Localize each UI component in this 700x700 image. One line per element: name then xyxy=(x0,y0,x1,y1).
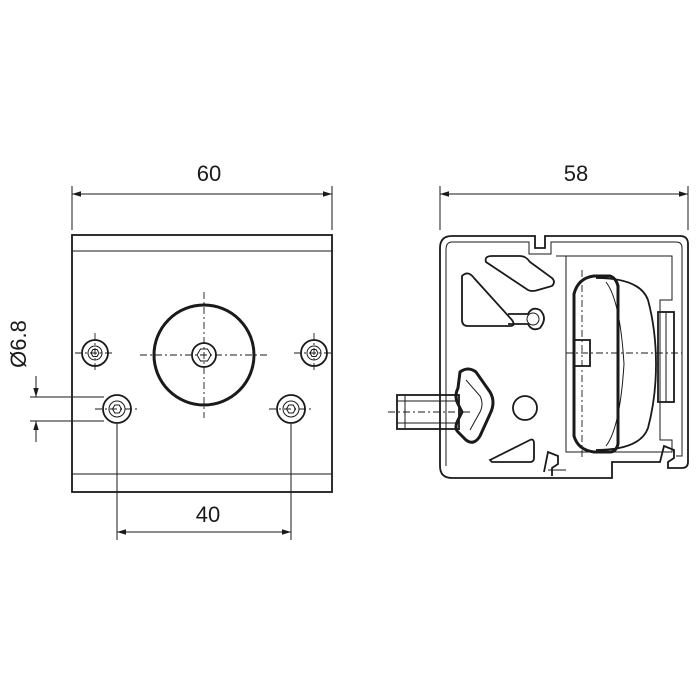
dimension-hole-diameter: Ø6.8 xyxy=(6,320,104,442)
hole-spacing-label: 40 xyxy=(196,502,220,527)
side-view: 58 xyxy=(388,161,689,479)
clamp-nut-inner xyxy=(465,379,483,431)
dimension-side-width: 58 xyxy=(439,161,689,230)
side-profile-outline xyxy=(439,235,689,479)
top-slot-pocket xyxy=(484,255,555,292)
guide-roller xyxy=(566,270,682,460)
front-view: 60 40 Ø6.8 xyxy=(6,161,334,540)
triangular-cavity xyxy=(461,272,515,327)
front-plate-outline xyxy=(71,234,333,493)
lower-left-screw xyxy=(95,394,139,424)
side-width-label: 58 xyxy=(564,161,588,186)
dimension-hole-spacing: 40 xyxy=(116,424,292,540)
side-stud xyxy=(388,394,470,430)
upper-left-screw xyxy=(75,333,115,373)
upper-right-screw xyxy=(294,333,334,373)
bottom-slot xyxy=(543,450,559,476)
clamp-nut xyxy=(454,367,495,444)
front-width-label: 60 xyxy=(197,161,221,186)
side-profile-inner-contour xyxy=(445,241,683,466)
side-bore xyxy=(512,395,538,421)
central-boss-outer xyxy=(152,303,256,407)
hole-diameter-label: Ø6.8 xyxy=(6,320,31,368)
lower-triangular-cavity xyxy=(488,438,535,463)
lower-right-screw xyxy=(269,394,313,424)
dimension-front-width: 60 xyxy=(71,161,333,230)
keyhole-slot xyxy=(508,307,545,331)
